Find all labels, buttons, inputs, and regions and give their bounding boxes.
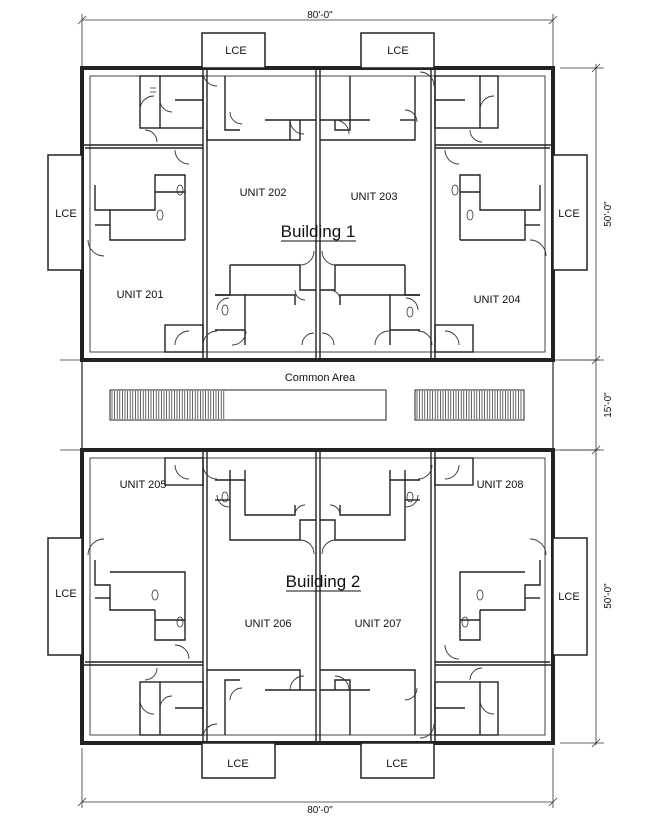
building1-depth-dimension: 50'-0"	[603, 201, 614, 227]
lce-label-bottom-left: LCE	[227, 758, 248, 770]
lce-label-left-upper: LCE	[55, 208, 76, 220]
dimension-lines	[60, 14, 604, 808]
stairs-left	[111, 391, 225, 419]
unit-206-label: UNIT 206	[245, 618, 292, 630]
lce-label-bottom-right: LCE	[386, 758, 407, 770]
unit-207-label: UNIT 207	[355, 618, 402, 630]
lce-label-top-right: LCE	[387, 45, 408, 57]
unit-205-label: UNIT 205	[120, 479, 167, 491]
lce-label-right-lower: LCE	[558, 591, 579, 603]
stairs-right	[416, 391, 522, 419]
building-1-doors	[87, 71, 547, 346]
bottom-width-dimension: 80'-0"	[307, 805, 333, 816]
building2-depth-dimension: 50'-0"	[603, 583, 614, 609]
building-1-lce-boxes	[47, 32, 588, 271]
lce-label-left-lower: LCE	[55, 588, 76, 600]
lce-label-right-upper: LCE	[558, 208, 579, 220]
building-2-shell	[80, 448, 555, 745]
building-1-walls	[82, 68, 553, 360]
building-2-title: Building 2	[286, 572, 361, 591]
unit-208-label: UNIT 208	[477, 479, 524, 491]
unit-204-label: UNIT 204	[474, 294, 521, 306]
common-area-label: Common Area	[285, 372, 356, 384]
building-1-title: Building 1	[281, 222, 356, 241]
building-1-shell	[80, 66, 555, 362]
building-2-lce-boxes	[47, 537, 588, 779]
lce-label-top-left: LCE	[225, 45, 246, 57]
building-2-doors	[87, 464, 547, 739]
top-width-dimension: 80'-0"	[307, 10, 333, 21]
building-2-fixtures	[151, 491, 484, 628]
unit-201-label: UNIT 201	[117, 289, 164, 301]
common-depth-dimension: 15'-0"	[603, 392, 614, 418]
building-1-fixtures	[150, 87, 474, 318]
building-2-walls	[82, 450, 553, 743]
unit-202-label: UNIT 202	[240, 187, 287, 199]
unit-203-label: UNIT 203	[351, 191, 398, 203]
